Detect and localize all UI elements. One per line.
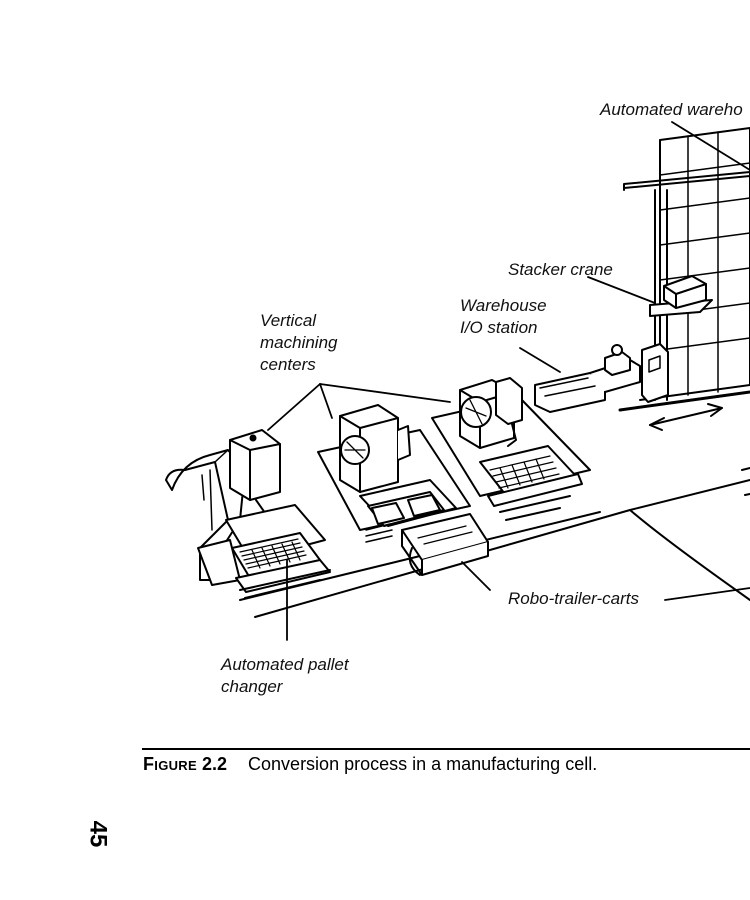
- vertical-machining-center-1: [165, 429, 331, 599]
- label-warehouse-io-line2: I/O station: [460, 318, 538, 337]
- label-pallet-changer-line2: changer: [221, 677, 283, 696]
- label-stacker-crane: Stacker crane: [508, 260, 613, 279]
- figure-caption: Figure 2.2 Conversion process in a manuf…: [143, 754, 597, 775]
- label-pallet-changer-line1: Automated pallet: [221, 655, 349, 674]
- label-vmc-line2: machining: [260, 333, 338, 352]
- label-robo-trailer-carts: Robo-trailer-carts: [508, 589, 640, 608]
- page-number: 45: [84, 820, 112, 848]
- label-vmc-line1: Vertical: [260, 311, 317, 330]
- caption-rule: [142, 748, 750, 750]
- leader-lines: [267, 121, 750, 641]
- caption-text: Conversion process in a manufacturing ce…: [248, 754, 598, 774]
- robo-trailer-cart: [401, 513, 489, 576]
- label-automated-warehouse: Automated wareho: [600, 100, 743, 119]
- vertical-machining-center-2: [317, 404, 471, 543]
- label-vmc-line3: centers: [260, 355, 316, 374]
- warehouse-io-station: [534, 344, 641, 413]
- caption-figure-word: Figure: [143, 754, 197, 774]
- caption-figure-number: 2.2: [201, 754, 228, 774]
- stacker-crane: [641, 275, 713, 403]
- label-warehouse-io-line1: Warehouse: [460, 296, 547, 315]
- vertical-machining-center-3: [431, 377, 591, 521]
